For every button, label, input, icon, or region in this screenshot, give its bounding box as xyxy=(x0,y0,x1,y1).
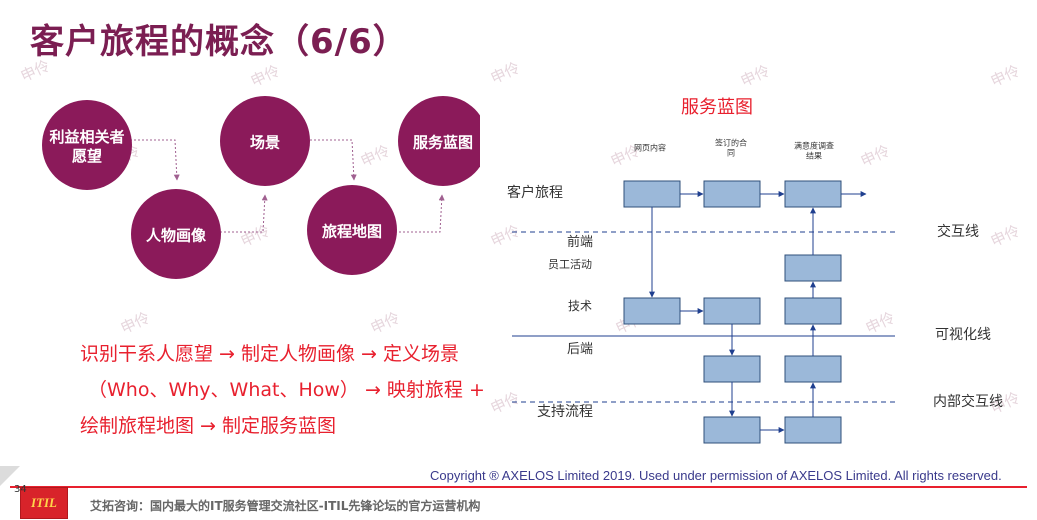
circle-scenario: 场景 xyxy=(220,96,310,186)
watermark: 申伶 xyxy=(487,58,523,88)
flow-arrow xyxy=(395,194,445,233)
blueprint-box xyxy=(703,355,761,383)
lane-label: 客户旅程 xyxy=(507,184,563,201)
circle-service-blueprint: 服务蓝图 xyxy=(398,96,480,186)
lane-label: 技术 xyxy=(568,299,592,313)
line-label: 内部交互线 xyxy=(933,393,1003,410)
service-blueprint-diagram: 服务蓝图 网页内容 签订的合同 满意度调查结果 客户旅程 前端 员工活动 技术 … xyxy=(507,97,1003,444)
blueprint-title: 服务蓝图 xyxy=(681,97,753,118)
footer-divider xyxy=(10,486,1027,488)
blueprint-box xyxy=(784,355,842,383)
circle-label: 场景 xyxy=(250,134,280,152)
journey-flow-diagram: 利益相关者愿望 人物画像 场景 旅程地图 服务蓝图 xyxy=(42,96,480,279)
lane-label: 支持流程 xyxy=(537,404,593,420)
lane-label: 后端 xyxy=(567,341,593,356)
line-label: 交互线 xyxy=(937,223,979,240)
circle-stakeholder-wishes: 利益相关者愿望 xyxy=(42,100,132,190)
blueprint-box xyxy=(623,180,681,208)
column-label: 网页内容 xyxy=(634,143,666,153)
copyright-notice: Copyright ® AXELOS Limited 2019. Used un… xyxy=(430,468,1002,483)
blueprint-box xyxy=(703,416,761,444)
summary-line: 识别干系人愿望 → 制定人物画像 → 定义场景 xyxy=(80,343,459,365)
flow-arrow xyxy=(220,194,268,233)
itil-logo: ITIL xyxy=(20,487,68,519)
circle-label: 人物画像 xyxy=(146,227,207,245)
lane-label: 前端 xyxy=(567,234,593,249)
summary-line: 绘制旅程地图 → 制定服务蓝图 xyxy=(80,415,336,437)
column-label: 签订的合同 xyxy=(715,138,747,158)
blueprint-box xyxy=(784,254,842,282)
flow-arrow xyxy=(310,139,357,181)
process-summary: 识别干系人愿望 → 制定人物画像 → 定义场景 （Who、Why、What、Ho… xyxy=(80,336,500,444)
circle-persona: 人物画像 xyxy=(131,189,221,279)
page-number: 34 xyxy=(14,484,27,495)
blueprint-box xyxy=(623,297,681,325)
page-title: 客户旅程的概念（6/6） xyxy=(30,22,408,62)
blueprint-box xyxy=(784,297,842,325)
blueprint-box xyxy=(703,297,761,325)
lane-label: 员工活动 xyxy=(548,258,592,271)
line-label: 可视化线 xyxy=(935,327,991,343)
circle-label: 服务蓝图 xyxy=(413,134,473,152)
footer-text: 艾拓咨询：国内最大的IT服务管理交流社区-ITIL先锋论坛的官方运营机构 xyxy=(90,499,481,513)
summary-line: （Who、Why、What、How） → 映射旅程 + xyxy=(88,379,485,401)
blueprint-box xyxy=(784,180,842,208)
blueprint-box xyxy=(703,180,761,208)
blueprint-box xyxy=(784,416,842,444)
page-corner-fold xyxy=(0,466,20,486)
circle-journey-map: 旅程地图 xyxy=(307,185,397,275)
flow-arrow xyxy=(130,139,180,181)
circle-label: 旅程地图 xyxy=(322,223,382,241)
column-label: 满意度调查结果 xyxy=(794,141,834,161)
circle-label: 利益相关者愿望 xyxy=(49,128,124,165)
